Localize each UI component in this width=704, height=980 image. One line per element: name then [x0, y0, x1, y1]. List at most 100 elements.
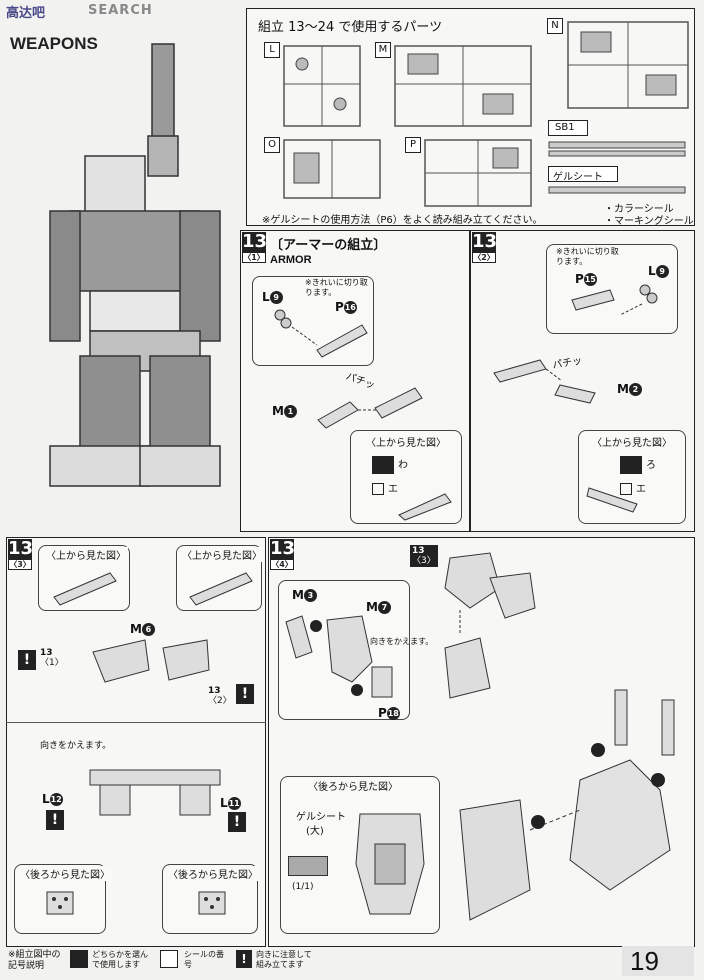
step-13-3-view-right-illustration: [189, 572, 253, 606]
part-m-letter: M: [617, 382, 629, 396]
search-label: SEARCH: [88, 3, 153, 18]
sb1-illustration: [548, 141, 686, 157]
step-13-2-detail-box: [546, 244, 678, 334]
step-13-4-sub: 〈4〉: [270, 559, 294, 570]
part-l12-letter: L: [42, 792, 50, 806]
step-13-3-divider: [6, 722, 266, 723]
step-13-4-gel-count: (1/1): [292, 882, 314, 892]
step-13-2-seal-b-label: エ: [620, 480, 646, 495]
part-m3-number: 3: [303, 589, 317, 602]
step-13-2-number: 13 〈2〉: [472, 232, 497, 263]
step-13-4-gel-label: ゲルシート: [296, 812, 346, 823]
part-l-number: 9: [655, 265, 669, 278]
seal-a-code: わ: [398, 460, 408, 471]
marking-seal-label: ・マーキングシール: [604, 216, 694, 227]
step-13-4-armor-pair-illustration: [444, 552, 536, 699]
step-13-3-part-l11: L11: [220, 796, 241, 810]
step-13-3-view-left-illustration: [53, 572, 117, 606]
runner-l-label: L: [264, 42, 280, 58]
sb1-label-box: SB1: [548, 120, 588, 136]
sb1-label: SB1: [555, 122, 575, 133]
gel-sheet-swatch: [288, 856, 328, 876]
step-13-3-back-assembly-illustration: [89, 769, 221, 816]
seal-a-icon: [620, 456, 642, 474]
page-number-box: [622, 946, 694, 976]
runner-p-illustration: [424, 139, 532, 207]
step-13-3-warning-left-icon: !: [18, 650, 36, 670]
part-p18-number: 18: [386, 707, 400, 720]
part-m-letter: M: [130, 622, 142, 636]
section-title: WEAPONS: [10, 34, 98, 53]
part-m-number: 1: [283, 405, 297, 418]
legend-item-seal: シールの番号: [184, 950, 224, 969]
step-13-4-detail-illustration: [285, 615, 393, 698]
runner-m-label: M: [375, 42, 391, 58]
step-13-4-number: 13 〈4〉: [270, 538, 296, 570]
part-m-number: 6: [141, 623, 155, 636]
legend-item-choice: どちらかを選んで使用します: [92, 950, 148, 969]
part-p-letter: P: [335, 300, 344, 314]
part-l11-number: 11: [227, 797, 241, 810]
step-13-4-gel-size: (大): [306, 826, 324, 837]
ref-sub: 〈3〉: [412, 556, 436, 566]
runner-o-label: O: [264, 137, 280, 153]
gel-sheet-illustration: [548, 186, 686, 194]
step-13-1-number: 13 〈1〉: [242, 231, 268, 263]
part-m7-number: 7: [377, 601, 391, 614]
step-13-3-num: 13: [8, 538, 34, 559]
gundam-figure-illustration: [49, 43, 221, 487]
ref-left-sub: 〈1〉: [40, 658, 64, 668]
step-13-2-parts-illustration: [571, 284, 658, 316]
gel-sheet-label: ゲルシート: [553, 172, 603, 183]
step-13-1-num: 13: [242, 231, 268, 252]
step-13-1-seal-b-label: エ: [372, 480, 398, 495]
step-13-3-ref-left: 13 〈1〉: [40, 648, 64, 668]
runner-o-illustration: [283, 139, 381, 199]
step-13-3-back-left-illustration: [46, 891, 74, 915]
part-p-number: 15: [583, 273, 597, 286]
runner-p-label: P: [405, 137, 421, 153]
part-p-letter: P: [575, 272, 584, 286]
step-13-1-part-p16: P16: [335, 300, 357, 314]
ref-step: 13: [412, 546, 425, 556]
step-13-4-num: 13: [270, 538, 296, 559]
seal-b-icon: [372, 483, 384, 495]
step-13-3-back-left-label: 〈後ろから見た図〉: [18, 866, 112, 881]
seal-b-icon: [620, 483, 632, 495]
step-13-3-turn-note: 向きをかえます。: [40, 741, 112, 751]
step-13-3-back-right-label: 〈後ろから見た図〉: [166, 866, 260, 881]
seal-a-icon: [372, 456, 394, 474]
part-l11-letter: L: [220, 796, 228, 810]
seal-number-icon: [160, 950, 178, 968]
step-13-3-back-right-illustration: [198, 891, 226, 915]
armor-assembly-title: 〔アーマーの組立〕: [270, 238, 387, 253]
ref-right-sub: 〈2〉: [208, 696, 232, 706]
logo-text: 高达吧: [6, 6, 46, 21]
step-13-1-armor-illustration: [317, 387, 423, 429]
step-13-3-warning-l12-icon: !: [46, 810, 64, 830]
step-13-2-sub: 〈2〉: [472, 252, 496, 263]
step-13-1-sub: 〈1〉: [242, 252, 266, 263]
part-l-letter: L: [262, 290, 270, 304]
step-13-4-back-armor-illustration: [355, 813, 425, 915]
part-m7-letter: M: [366, 600, 378, 614]
step-13-3-view-right-label: 〈上から見た図〉: [180, 547, 264, 562]
step-13-3-number: 13 〈3〉: [8, 538, 34, 570]
step-13-1-top-view-label: 〈上から見た図〉: [364, 434, 448, 449]
part-l-number: 9: [269, 291, 283, 304]
step-13-3-assembly-illustration: [92, 639, 210, 683]
step-13-3-part-l12: L12: [42, 792, 63, 806]
parts-panel-note: ※ゲルシートの使用方法（P6）をよく読み組み立てください。: [262, 215, 543, 226]
step-13-2-cut-note: ※きれいに切り取ります。: [556, 247, 619, 266]
runner-n-label: N: [547, 18, 563, 34]
part-m-letter: M: [272, 404, 284, 418]
step-13-2-armor-illustration: [493, 359, 596, 404]
legend-warning-icon: !: [236, 950, 252, 968]
seal-b-code: エ: [636, 484, 646, 495]
step-13-3-ref-right: 13 〈2〉: [208, 686, 232, 706]
